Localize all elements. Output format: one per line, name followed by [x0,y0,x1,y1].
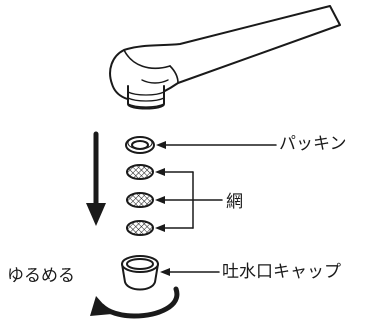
label-spout-cap: 吐水口キャップ [222,262,341,282]
leader-packing [156,141,277,149]
leader-spout-cap [160,268,220,276]
label-net: 網 [226,192,243,212]
spout-cap [121,255,159,291]
leader-net [155,168,223,232]
net-3 [126,220,154,236]
net-2 [126,192,154,208]
net-1 [126,164,154,180]
counterclockwise-rotate-arrow-icon [90,286,180,319]
label-packing: パッキン [279,134,347,154]
packing-gasket [125,136,155,154]
label-loosen: ゆるめる [7,266,75,286]
down-arrow-icon [86,131,106,226]
faucet-spout [109,5,341,110]
